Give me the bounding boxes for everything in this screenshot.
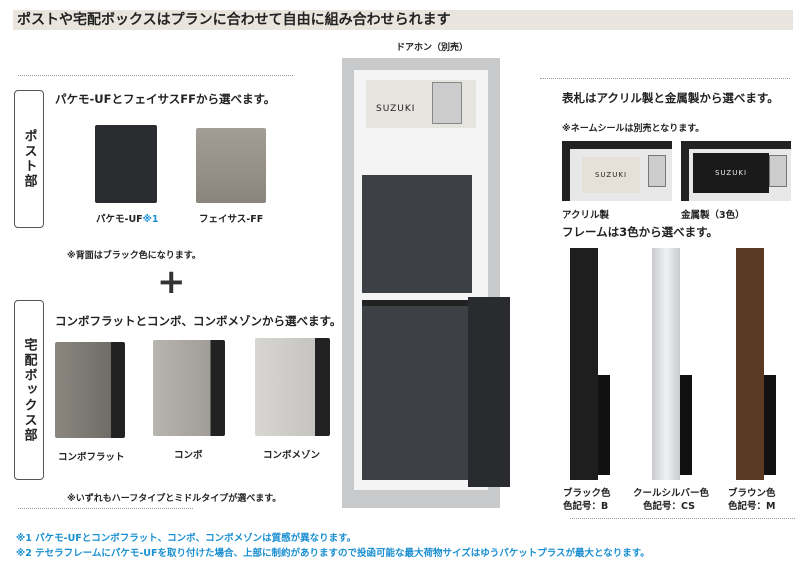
combo-maison-caption: コンボメゾン xyxy=(263,450,321,461)
nameplate-heading: 表札はアクリル製と金属製から選べます。 xyxy=(562,91,779,105)
acrylic-caption: アクリル製 xyxy=(562,210,610,221)
metal-sample-text: SUZUKI xyxy=(693,153,769,193)
acrylic-nameplate-image: SUZUKI xyxy=(562,141,672,201)
metal-caption: 金属製（3色） xyxy=(681,210,745,221)
combo-image xyxy=(153,340,225,436)
faceus-ff-caption: フェイサス-FF xyxy=(199,214,264,225)
page-title: ポストや宅配ボックスはプランに合わせて自由に組み合わせられます xyxy=(13,10,793,30)
pakemo-uf-image xyxy=(95,125,157,203)
divider xyxy=(18,75,293,76)
footnote-2: ※2 テセラフレームにパケモ-UFを取り付けた場合、上部に制約がありますので投函… xyxy=(16,548,650,559)
divider xyxy=(570,518,795,519)
plus-icon: + xyxy=(157,262,186,302)
frame-silver-caption: クールシルバー色色記号：CS xyxy=(633,488,710,512)
frame-brown-caption: ブラウン色色記号：M xyxy=(728,488,776,512)
frame-black-caption: ブラック色色記号：B xyxy=(563,488,611,512)
combo-maison-image xyxy=(255,338,330,436)
frame-black-image xyxy=(570,248,598,480)
delivery-unit-side xyxy=(468,297,510,487)
acrylic-sample-text: SUZUKI xyxy=(582,157,640,193)
combo-caption: コンボ xyxy=(174,450,203,461)
post-note: ※背面はブラック色になります。 xyxy=(67,251,201,261)
delivery-unit-image xyxy=(362,300,468,480)
delivery-section-label: 宅配ボックス部 xyxy=(14,300,44,480)
doorphone-label: ドアホン（別売） xyxy=(396,43,469,53)
combo-flat-image xyxy=(55,342,125,438)
metal-nameplate-image: SUZUKI xyxy=(681,141,791,201)
divider xyxy=(18,508,193,509)
frame-heading: フレームは3色から選べます。 xyxy=(562,225,719,239)
nameplate-note: ※ネームシールは別売となります。 xyxy=(562,124,705,134)
footnote-1: ※1 パケモ-UFとコンボフラット、コンボ、コンボメゾンは質感が異なります。 xyxy=(16,533,357,544)
post-unit-image xyxy=(362,175,472,293)
post-section-label: ポスト部 xyxy=(14,90,44,228)
post-heading: パケモ-UFとフェイサスFFから選べます。 xyxy=(55,92,276,106)
doorphone-image xyxy=(432,82,462,124)
pakemo-uf-caption: パケモ-UF※1 xyxy=(96,214,159,225)
delivery-heading: コンボフラットとコンボ、コンボメゾンから選べます。 xyxy=(55,314,342,328)
faceus-ff-image xyxy=(196,128,266,203)
frame-silver-image xyxy=(652,248,680,480)
combo-flat-caption: コンボフラット xyxy=(58,452,125,463)
divider xyxy=(540,78,790,79)
delivery-note: ※いずれもハーフタイプとミドルタイプが選べます。 xyxy=(67,494,282,504)
frame-brown-image xyxy=(736,248,764,480)
